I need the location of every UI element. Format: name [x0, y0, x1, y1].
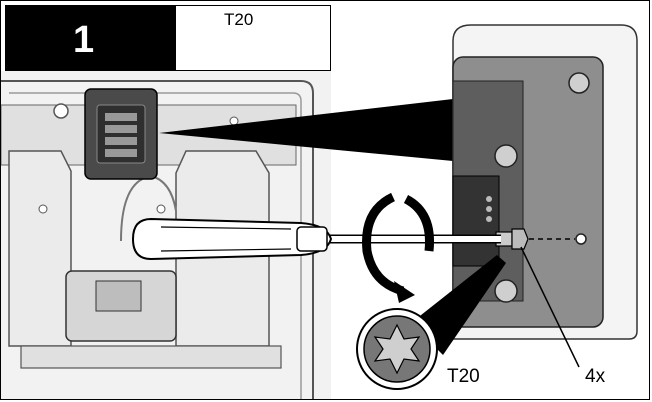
connector-module [84, 88, 158, 180]
bit-size-label: T20 [447, 366, 480, 387]
screw-quantity-label: 4x [585, 366, 606, 387]
magnifier-wedge [411, 255, 506, 355]
left-bottle [8, 150, 72, 347]
tool-callout-box: T20 [175, 5, 331, 71]
quantity-leader-line [520, 246, 580, 368]
screwdriver [131, 217, 501, 261]
step-number: 1 [73, 19, 95, 61]
rotation-arrow [362, 192, 435, 303]
torx-bit-detail [356, 308, 438, 390]
zoom-wedge [159, 99, 453, 161]
step-badge: 1 [5, 5, 175, 71]
tool-size-label: T20 [224, 10, 254, 29]
